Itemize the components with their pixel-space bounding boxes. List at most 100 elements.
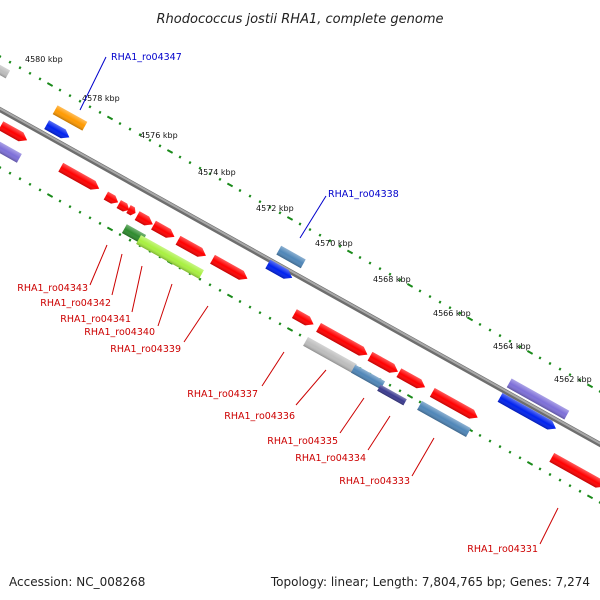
tick-mark: [188, 161, 192, 165]
gene-label-ro04341[interactable]: RHA1_ro04341: [60, 314, 131, 325]
tick-mark: [258, 311, 262, 315]
tick-mark: [18, 66, 22, 70]
tick-mark: [388, 272, 392, 276]
tick-mark: [118, 121, 122, 126]
gene-arrow[interactable]: [134, 211, 156, 229]
tick-mark: [226, 182, 234, 188]
tick-mark: [448, 306, 452, 310]
gene-label-ro04342[interactable]: RHA1_ro04342: [40, 298, 111, 309]
tick-mark: [318, 233, 322, 237]
tick-mark: [88, 105, 92, 109]
gene-arrow[interactable]: [429, 387, 480, 422]
tick-mark: [406, 283, 414, 288]
gene-arrow[interactable]: [350, 364, 386, 390]
gene-label-ro04333[interactable]: RHA1_ro04333: [339, 476, 410, 487]
gene-arrow[interactable]: [0, 141, 22, 163]
gene-arrow[interactable]: [126, 205, 137, 217]
tick-mark: [598, 389, 600, 393]
gene-label-ro04338[interactable]: RHA1_ro04338: [328, 189, 399, 200]
gene-arrow[interactable]: [506, 378, 570, 420]
tick-mark: [166, 149, 174, 154]
kbp-label: 4574 kbp: [198, 168, 236, 177]
tick-mark: [548, 361, 552, 366]
tick-mark: [418, 289, 422, 293]
gene-arrow[interactable]: [291, 309, 316, 328]
tick-mark: [218, 177, 222, 181]
gene-arrow[interactable]: [0, 121, 30, 144]
gene-labels: RHA1_ro04347 RHA1_ro04338 RHA1_ro04343 R…: [17, 52, 538, 555]
gene-arrow[interactable]: [316, 322, 370, 359]
gene-arrow[interactable]: [377, 384, 407, 406]
tick-mark: [286, 327, 294, 332]
gene-arrow[interactable]: [44, 120, 72, 141]
gene-arrow[interactable]: [210, 254, 250, 283]
gene-label-ro04339[interactable]: RHA1_ro04339: [110, 344, 181, 355]
gene-label-ro04335[interactable]: RHA1_ro04335: [267, 436, 338, 447]
tick-mark: [578, 378, 582, 382]
tick-mark: [466, 316, 474, 322]
gene-label-ro04340[interactable]: RHA1_ro04340: [84, 327, 155, 338]
gene-arrow[interactable]: [367, 351, 401, 376]
accession-text: Accession: NC_008268: [9, 575, 145, 589]
tick-mark: [226, 293, 234, 299]
tick-mark: [308, 228, 312, 232]
tick-mark: [198, 166, 202, 170]
tick-mark: [138, 133, 142, 137]
gene-arrow[interactable]: [116, 200, 132, 214]
gene-arrow[interactable]: [497, 393, 559, 433]
tick-mark: [268, 316, 272, 320]
gene-label-ro04343[interactable]: RHA1_ro04343: [17, 283, 88, 294]
tick-mark: [218, 288, 222, 292]
tick-mark: [118, 232, 122, 237]
kbp-labels: 4580 kbp 4578 kbp 4576 kbp 4574 kbp 4572…: [25, 55, 592, 384]
gene-arrow[interactable]: [417, 400, 471, 438]
tick-mark: [418, 400, 422, 404]
genes: [0, 61, 600, 491]
tick-mark: [498, 334, 502, 338]
gene-arrow[interactable]: [52, 105, 88, 131]
tick-mark: [586, 383, 594, 389]
gene-arrow[interactable]: [151, 220, 177, 241]
gene-arrow[interactable]: [175, 235, 209, 260]
tick-mark: [518, 456, 522, 460]
tick-mark: [18, 177, 22, 181]
genome-backbone: [0, 106, 600, 448]
kbp-label: 4580 kbp: [25, 55, 63, 64]
tick-mark: [68, 94, 72, 98]
gene-label-ro04331[interactable]: RHA1_ro04331: [467, 544, 538, 555]
gene-label-ro04334[interactable]: RHA1_ro04334: [295, 453, 366, 464]
gene-arrow[interactable]: [549, 453, 600, 491]
tick-mark: [268, 205, 272, 209]
kbp-label: 4568 kbp: [373, 275, 411, 284]
tick-mark: [538, 356, 542, 360]
gene-arrow[interactable]: [396, 368, 427, 391]
gene-arrow[interactable]: [103, 191, 121, 207]
gene-arrow[interactable]: [58, 162, 101, 193]
tick-mark: [346, 249, 354, 255]
map-title: Rhodococcus jostii RHA1, complete genome: [157, 12, 444, 27]
gene-arrow[interactable]: [276, 245, 306, 269]
gene-arrow[interactable]: [136, 235, 204, 279]
gene-arrow[interactable]: [265, 259, 294, 282]
gene-label-ro04337[interactable]: RHA1_ro04337: [187, 389, 258, 400]
tick-mark: [58, 88, 62, 92]
tick-mark: [328, 239, 332, 243]
gene-arrow[interactable]: [303, 336, 357, 374]
tick-mark: [258, 200, 262, 204]
tick-mark: [78, 210, 82, 214]
tick-mark: [398, 389, 402, 393]
tick-mark: [38, 77, 42, 81]
tick-mark: [518, 345, 522, 349]
tick-mark: [278, 211, 282, 215]
tick-mark: [148, 138, 152, 142]
gene-label-ro04336[interactable]: RHA1_ro04336: [224, 411, 295, 422]
kbp-label: 4564 kbp: [493, 342, 531, 351]
tick-mark: [8, 171, 12, 175]
tick-mark: [478, 433, 482, 438]
tick-mark: [388, 383, 392, 387]
gene-label-ro04347[interactable]: RHA1_ro04347: [111, 52, 182, 63]
gene-arrow[interactable]: [0, 61, 11, 79]
tick-mark: [406, 394, 414, 399]
kbp-label: 4576 kbp: [140, 131, 178, 140]
